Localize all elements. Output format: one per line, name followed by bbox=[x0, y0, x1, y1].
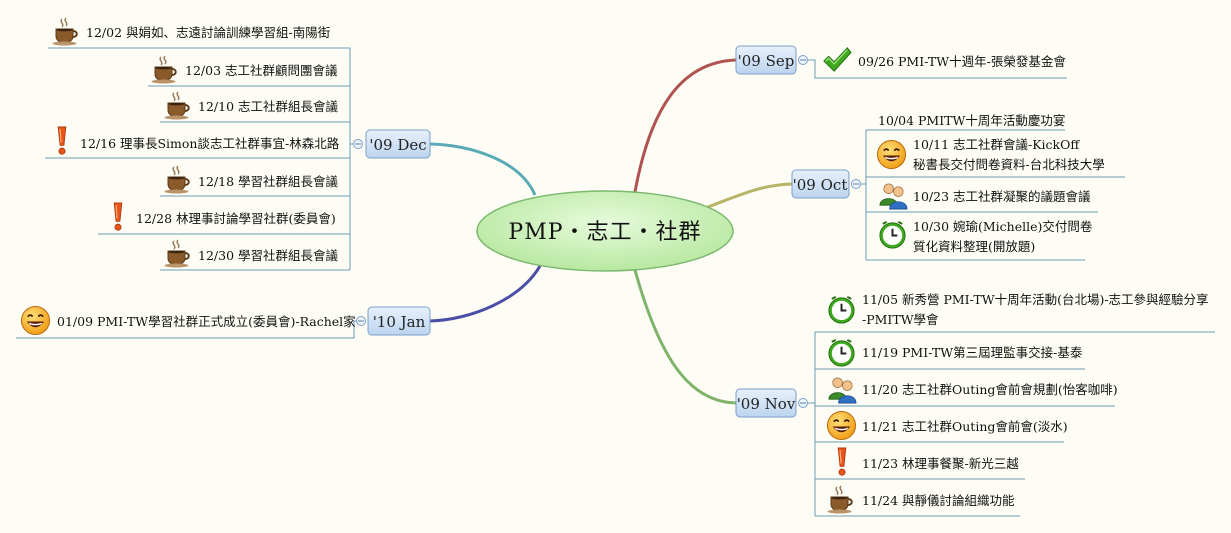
leaf-dec-1-text: 12/03 志工社群顧問團會議 bbox=[185, 63, 338, 78]
connector-oct bbox=[699, 182, 793, 212]
coffee-icon bbox=[826, 485, 853, 514]
smiley-icon bbox=[826, 410, 857, 441]
leaf-nov-4[interactable]: 11/23 林理事餐聚-新光三越 bbox=[837, 447, 1019, 476]
leaf-oct-1-line1: 10/11 志工社群會議-KickOff bbox=[913, 137, 1080, 152]
exclamation-icon bbox=[837, 447, 847, 476]
coffee-icon bbox=[163, 165, 190, 194]
leaf-dec-6-text: 12/30 學習社群組長會議 bbox=[198, 248, 338, 263]
leaf-jan-0[interactable]: 01/09 PMI-TW學習社群正式成立(委員會)-Rachel家 bbox=[20, 305, 356, 336]
leaf-oct-1-line2: 秘書長交付問卷資料-台北科技大學 bbox=[913, 157, 1105, 172]
leaf-dec-0-text: 12/02 與娟如、志遠討論訓練學習組-南陽街 bbox=[86, 25, 330, 40]
coffee-icon bbox=[163, 239, 190, 268]
branch-jan[interactable]: '10 Jan bbox=[367, 306, 431, 336]
leaf-dec-5[interactable]: 12/28 林理事討論學習社群(委員會) bbox=[113, 202, 336, 231]
smiley-icon bbox=[876, 139, 907, 170]
branch-nov[interactable]: '09 Nov bbox=[735, 388, 797, 418]
connector-nov bbox=[633, 269, 737, 405]
leaf-dec-4-text: 12/18 學習社群組長會議 bbox=[198, 174, 338, 189]
leaf-nov-0[interactable]: 11/05 新秀營 PMI-TW十周年活動(台北場)-志工參與經驗分享 -PMI… bbox=[827, 292, 1209, 327]
people-icon bbox=[879, 183, 908, 210]
leaf-nov-1[interactable]: 11/19 PMI-TW第三屆理監事交接-基泰 bbox=[827, 338, 1083, 368]
leaf-nov-0-line1: 11/05 新秀營 PMI-TW十周年活動(台北場)-志工參與經驗分享 bbox=[862, 292, 1209, 307]
checkmark-icon bbox=[823, 47, 852, 72]
leaf-dec-1[interactable]: 12/03 志工社群顧問團會議 bbox=[150, 55, 338, 84]
clock-icon bbox=[878, 220, 907, 250]
coffee-icon bbox=[150, 55, 177, 84]
leaf-dec-3[interactable]: 12/16 理事長Simon談志工社群事宜-林森北路 bbox=[57, 126, 340, 155]
connector-jan bbox=[429, 265, 542, 323]
coffee-icon bbox=[163, 91, 190, 120]
central-topic[interactable]: PMP・志工・社群 bbox=[476, 190, 734, 272]
exclamation-icon bbox=[113, 202, 123, 231]
leaf-dec-6[interactable]: 12/30 學習社群組長會議 bbox=[163, 239, 339, 268]
coffee-icon bbox=[51, 17, 78, 46]
leaf-dec-2-text: 12/10 志工社群組長會議 bbox=[198, 99, 338, 114]
central-topic-label: PMP・志工・社群 bbox=[508, 220, 701, 245]
leaf-oct-3[interactable]: 10/30 婉瑜(Michelle)交付問卷 質化資料整理(開放題) bbox=[878, 219, 1093, 254]
leaf-sep-0-text: 09/26 PMI-TW十週年-張榮發基金會 bbox=[858, 54, 1066, 69]
collapse-toggle-jan[interactable] bbox=[356, 316, 366, 326]
clock-icon bbox=[827, 338, 856, 368]
leaf-nov-5-text: 11/24 與靜儀討論組織功能 bbox=[862, 493, 1015, 508]
leaf-nov-2[interactable]: 11/20 志工社群Outing會前會規劃(怡客咖啡) bbox=[828, 377, 1118, 404]
leaf-oct-1[interactable]: 10/11 志工社群會議-KickOff 秘書長交付問卷資料-台北科技大學 bbox=[876, 137, 1105, 172]
connector-sep bbox=[633, 58, 737, 193]
leaf-dec-5-text: 12/28 林理事討論學習社群(委員會) bbox=[136, 211, 336, 226]
branch-nov-label: '09 Nov bbox=[737, 395, 796, 413]
connector-dec bbox=[429, 142, 537, 196]
leaf-nov-0-line2: -PMITW學會 bbox=[862, 312, 939, 327]
collapse-toggle-nov[interactable] bbox=[798, 398, 808, 408]
leaf-jan-0-text: 01/09 PMI-TW學習社群正式成立(委員會)-Rachel家 bbox=[57, 314, 356, 329]
collapse-toggle-sep[interactable] bbox=[798, 55, 808, 65]
leaf-oct-2[interactable]: 10/23 志工社群凝聚的議題會議 bbox=[879, 183, 1091, 210]
collapse-toggle-oct[interactable] bbox=[851, 179, 861, 189]
leaf-nov-5[interactable]: 11/24 與靜儀討論組織功能 bbox=[826, 485, 1015, 514]
leaf-dec-0[interactable]: 12/02 與娟如、志遠討論訓練學習組-南陽街 bbox=[51, 17, 331, 46]
people-icon bbox=[828, 377, 857, 404]
smiley-icon bbox=[20, 305, 51, 336]
branch-sep-label: '09 Sep bbox=[738, 52, 795, 70]
leaf-nov-4-text: 11/23 林理事餐聚-新光三越 bbox=[862, 456, 1019, 471]
leaf-sep-0[interactable]: 09/26 PMI-TW十週年-張榮發基金會 bbox=[823, 47, 1066, 72]
leaf-dec-4[interactable]: 12/18 學習社群組長會議 bbox=[163, 165, 339, 194]
leaf-oct-3-line1: 10/30 婉瑜(Michelle)交付問卷 bbox=[913, 219, 1093, 234]
leaf-nov-2-text: 11/20 志工社群Outing會前會規劃(怡客咖啡) bbox=[862, 382, 1118, 397]
leaf-oct-0[interactable]: 10/04 PMITW十周年活動慶功宴 bbox=[878, 113, 1065, 128]
clock-icon bbox=[827, 295, 856, 325]
exclamation-icon bbox=[57, 126, 67, 155]
branch-sep[interactable]: '09 Sep bbox=[735, 45, 797, 75]
branch-oct-label: '09 Oct bbox=[793, 176, 848, 194]
branch-oct[interactable]: '09 Oct bbox=[791, 169, 850, 199]
leaf-nov-3-text: 11/21 志工社群Outing會前會(淡水) bbox=[862, 419, 1068, 434]
leaf-dec-2[interactable]: 12/10 志工社群組長會議 bbox=[163, 91, 339, 120]
leaf-dec-3-text: 12/16 理事長Simon談志工社群事宜-林森北路 bbox=[80, 136, 340, 151]
branch-dec-label: '09 Dec bbox=[369, 136, 426, 154]
leaf-nov-1-text: 11/19 PMI-TW第三屆理監事交接-基泰 bbox=[862, 345, 1083, 360]
leaf-oct-3-line2: 質化資料整理(開放題) bbox=[913, 239, 1035, 254]
leaf-oct-0-text: 10/04 PMITW十周年活動慶功宴 bbox=[878, 113, 1065, 128]
collapse-toggle-dec[interactable] bbox=[353, 139, 363, 149]
branch-dec[interactable]: '09 Dec bbox=[365, 129, 431, 159]
branch-jan-label: '10 Jan bbox=[373, 313, 426, 331]
leaf-nov-3[interactable]: 11/21 志工社群Outing會前會(淡水) bbox=[826, 410, 1068, 441]
leaf-oct-2-text: 10/23 志工社群凝聚的議題會議 bbox=[913, 189, 1091, 204]
